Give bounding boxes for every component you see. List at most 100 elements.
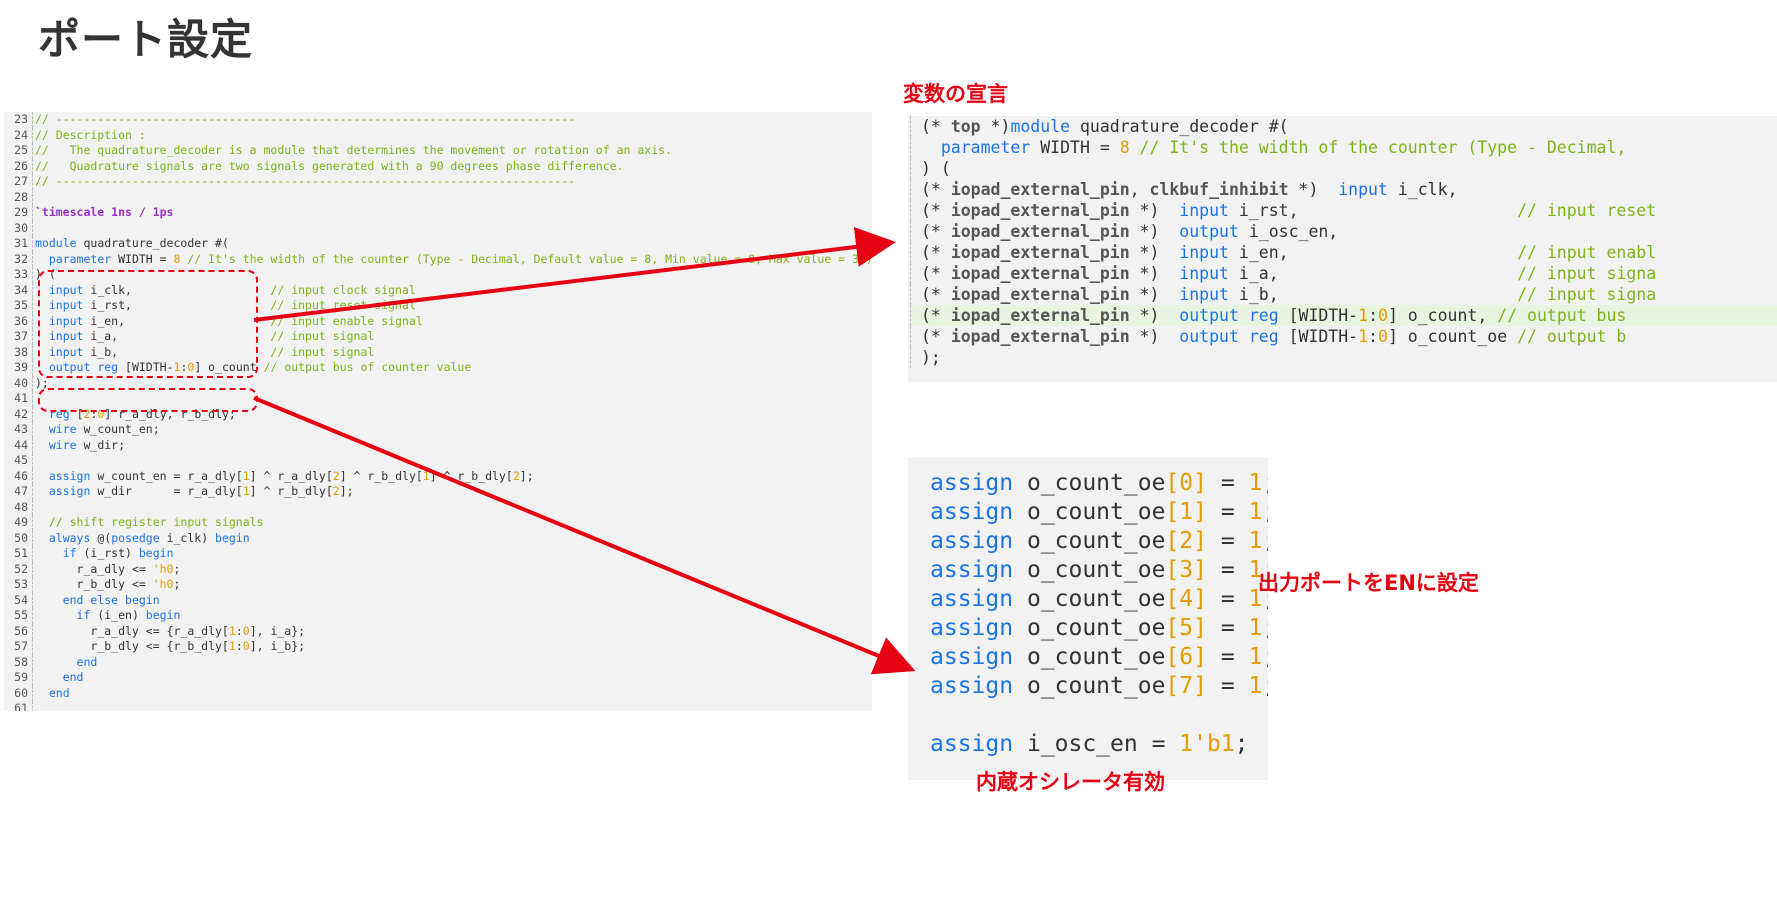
code-token: o_count_oe: [1013, 528, 1166, 554]
code-token: *): [1129, 264, 1180, 283]
code-token: output reg: [1179, 306, 1279, 325]
code-token: 2: [83, 406, 91, 421]
code-token: ;: [1262, 470, 1268, 496]
code-line: 57 r_b_dly <= {r_b_dly[1:0], i_b};: [4, 639, 872, 655]
oscillator-label: 内蔵オシレータ有効: [976, 770, 1165, 794]
code-token: 1'b1: [1179, 731, 1235, 757]
code-line: 28: [4, 189, 872, 205]
code-token: w_count_en = r_a_dly[: [90, 468, 243, 483]
code-token: assign: [930, 615, 1014, 641]
code-line: 55 if (i_en) begin: [4, 608, 872, 624]
code-token: // -------------------------------------…: [35, 112, 576, 126]
code-token: assign: [48, 468, 91, 483]
code-token: end: [76, 654, 98, 669]
code-token: i_osc_en =: [1013, 731, 1180, 757]
code-token: ]: [1193, 673, 1207, 699]
code-token: WIDTH =: [1030, 138, 1120, 157]
code-line: 61: [4, 701, 872, 711]
line-number: 49: [4, 515, 33, 531]
code-token: 8: [1119, 138, 1130, 157]
code-token: 'h0: [152, 577, 174, 591]
code-token: ] o_count: [194, 360, 264, 374]
code-token: r_a_dly <= {r_a_dly[: [35, 623, 229, 638]
code-token: ];: [519, 468, 534, 483]
line-number: 24: [4, 127, 33, 143]
code-token: (*: [921, 180, 951, 199]
code-token: [: [1165, 499, 1180, 525]
code-token: (i_rst): [76, 546, 139, 560]
code-token: ]: [1193, 615, 1207, 641]
code-line: 56 r_a_dly <= {r_a_dly[1:0], i_a};: [4, 623, 872, 639]
code-token: wire: [48, 437, 77, 452]
code-token: (*: [921, 264, 951, 283]
code-token: ]: [1193, 499, 1207, 525]
line-number: 50: [4, 530, 33, 546]
code-line: 45: [4, 453, 872, 469]
code-token: input: [48, 329, 84, 343]
line-number: 41: [4, 391, 33, 407]
code-line: 25// The quadrature_decoder is a module …: [4, 143, 872, 159]
code-token: 6: [1179, 644, 1194, 670]
code-token: [: [1165, 557, 1180, 583]
code-token: 2: [1179, 528, 1194, 554]
code-token: 1: [1248, 586, 1263, 612]
code-token: assign: [930, 644, 1014, 670]
code-token: ;: [1262, 586, 1268, 612]
line-number: 31: [4, 236, 33, 252]
code-token: // input signal: [270, 329, 375, 343]
line-number: 28: [4, 189, 33, 205]
code-token: 1: [173, 360, 181, 374]
code-token: o_count_oe: [1013, 557, 1166, 583]
code-token: begin: [145, 608, 181, 622]
code-token: *): [1129, 306, 1180, 325]
code-token: 4: [1179, 586, 1194, 612]
line-number: 42: [4, 406, 33, 422]
code-token: =: [1207, 470, 1249, 496]
assign-statements-panel: assign o_count_oe[0] = 1;assign o_count_…: [908, 457, 1268, 780]
code-token: :: [235, 639, 243, 653]
line-number: 34: [4, 282, 33, 298]
code-token: (*: [921, 306, 951, 325]
line-number: 53: [4, 577, 33, 593]
code-line: (* iopad_external_pin, clkbuf_inhibit *)…: [910, 179, 1777, 200]
code-token: *): [1129, 222, 1180, 241]
code-token: assign: [930, 470, 1014, 496]
code-line: 52 r_a_dly <= 'h0;: [4, 561, 872, 577]
code-token: @(: [90, 530, 112, 545]
code-line: assign o_count_oe[1] = 1;: [908, 498, 1268, 527]
code-token: 1: [1248, 673, 1263, 699]
code-line: assign o_count_oe[7] = 1;: [908, 672, 1268, 701]
code-token: *): [1129, 201, 1180, 220]
code-line: (* iopad_external_pin *) output reg [WID…: [910, 305, 1777, 326]
code-token: ], i_b};: [249, 639, 306, 653]
code-token: w_dir = r_a_dly[: [90, 484, 243, 498]
line-number: 36: [4, 313, 33, 329]
code-line: 37 input i_a, // input signal: [4, 329, 872, 345]
code-line: 53 r_b_dly <= 'h0;: [4, 577, 872, 593]
code-token: =: [1207, 615, 1249, 641]
code-token: );: [921, 348, 941, 367]
line-number: 61: [4, 701, 33, 711]
code-token: // It's the width of the counter (Type -…: [1129, 138, 1627, 157]
code-token: =: [1207, 557, 1249, 583]
code-token: ;: [1262, 644, 1268, 670]
code-token: (*: [921, 285, 951, 304]
code-line: (* iopad_external_pin *) output reg [WID…: [910, 326, 1777, 347]
line-number: 38: [4, 344, 33, 360]
code-line: 30: [4, 220, 872, 236]
code-token: input: [1179, 285, 1229, 304]
code-token: iopad_external_pin: [950, 306, 1130, 325]
code-token: [: [1165, 615, 1180, 641]
code-token: output: [1179, 222, 1239, 241]
code-token: =: [1207, 499, 1249, 525]
line-number: 47: [4, 484, 33, 500]
code-token: 1: [1248, 499, 1263, 525]
code-token: posedge: [111, 530, 160, 545]
code-token: iopad_external_pin: [950, 327, 1130, 346]
code-token: 1: [1179, 499, 1194, 525]
code-token: // -------------------------------------…: [35, 174, 576, 188]
code-token: begin: [215, 530, 250, 545]
line-number: 46: [4, 468, 33, 484]
code-token: i_a,: [1228, 264, 1518, 283]
